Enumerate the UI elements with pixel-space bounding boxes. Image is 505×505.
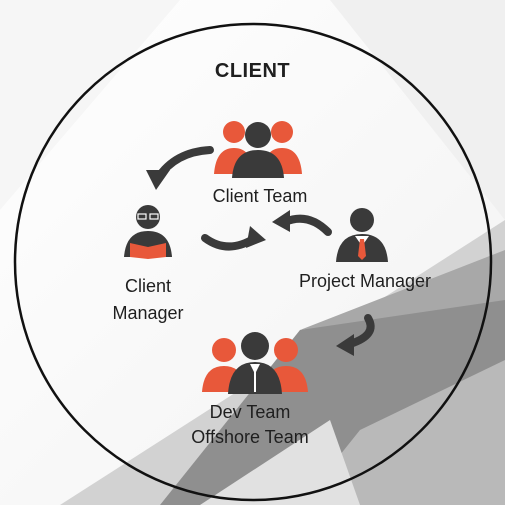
arrow-pm-to-dev	[346, 314, 375, 348]
client-team-label: Client Team	[212, 186, 308, 206]
bg-facet-light	[330, 0, 505, 220]
project-manager-label: Project Manager	[298, 271, 432, 291]
client-manager-label-line2: Manager	[112, 303, 184, 323]
bg-facet-light	[200, 420, 360, 505]
client-manager-label-line1: Client	[124, 276, 172, 296]
bg-facet-dark	[300, 250, 505, 330]
arrowhead	[146, 170, 170, 190]
arrowhead	[272, 210, 290, 232]
reading-person-icon	[124, 205, 172, 259]
bg-facet-light	[0, 0, 180, 210]
client-team-group-icon	[214, 121, 302, 178]
arrowhead	[336, 334, 354, 356]
client-circle	[13, 22, 493, 502]
dev-team-label-line1: Dev Team	[209, 402, 291, 422]
arrowhead	[246, 226, 266, 248]
dev-team-label-line2: Offshore Team	[191, 427, 309, 447]
diagram-title: CLIENT	[214, 60, 291, 82]
businessman-icon	[336, 208, 388, 262]
bg-facet-mid	[300, 360, 505, 505]
dev-team-group-icon	[202, 332, 308, 394]
